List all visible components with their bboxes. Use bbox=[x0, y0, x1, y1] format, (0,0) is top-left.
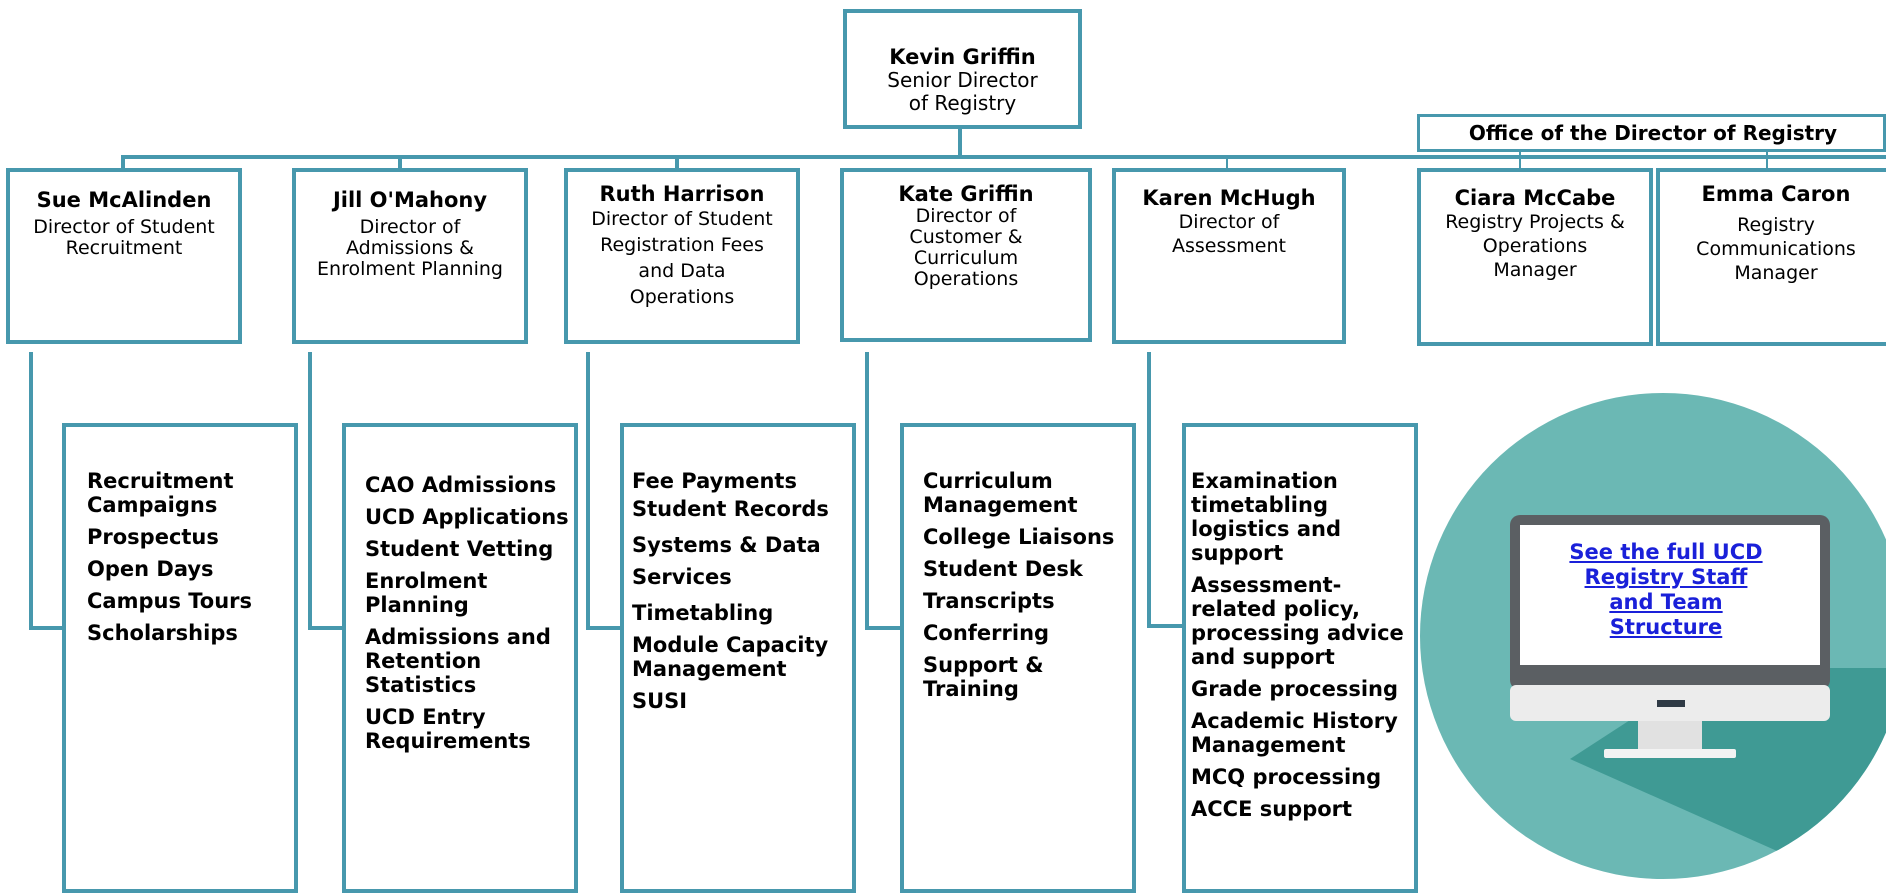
computer-monitor-icon bbox=[1420, 393, 1886, 879]
list-item: Support & Training bbox=[923, 653, 1044, 701]
duties-list-4: Curriculum Management College Liaisons S… bbox=[923, 469, 1133, 709]
manager-connector-3 bbox=[675, 155, 679, 171]
manager-name: Ciara McCabe bbox=[1454, 186, 1616, 210]
duties-list-3: Fee Payments Student Records Systems & D… bbox=[632, 469, 854, 721]
list-item: UCD Entry Requirements bbox=[365, 705, 531, 753]
manager-connector-2 bbox=[398, 155, 402, 171]
office-label-box bbox=[1417, 114, 1886, 152]
list-item: Open Days bbox=[87, 557, 214, 581]
manager-box-1: Sue McAlinden Director of Student Recrui… bbox=[6, 168, 242, 344]
director-connector bbox=[958, 124, 962, 158]
list-item: Admissions and Retention Statistics bbox=[365, 625, 551, 697]
manager-role: Registry Communications Manager bbox=[1696, 214, 1856, 284]
manager-role: Director of Assessment bbox=[1172, 211, 1286, 257]
list-item: Academic History Management bbox=[1191, 709, 1398, 757]
full-structure-link[interactable]: See the full UCD Registry Staff and Team… bbox=[1569, 540, 1763, 639]
manager-box-7: Emma Caron Registry Communications Manag… bbox=[1656, 168, 1886, 346]
manager-box-3: Ruth Harrison Director of Student Regist… bbox=[564, 168, 800, 344]
list-item: Enrolment Planning bbox=[365, 569, 488, 617]
director-name: Kevin Griffin bbox=[889, 45, 1036, 69]
list-item: Recruitment Campaigns bbox=[87, 469, 234, 517]
list-item: Fee Payments bbox=[632, 469, 797, 493]
duties-list-2: CAO Admissions UCD Applications Student … bbox=[365, 473, 575, 761]
list-item: Transcripts bbox=[923, 589, 1055, 613]
main-horizontal-connector bbox=[121, 155, 1886, 159]
manager-connector-5 bbox=[1226, 155, 1228, 171]
duties-box-1 bbox=[62, 423, 298, 893]
list-item: Timetabling bbox=[632, 601, 774, 625]
list-item: Scholarships bbox=[87, 621, 238, 645]
duty-connector-2 bbox=[308, 352, 312, 630]
list-item: Student Records bbox=[632, 497, 829, 521]
manager-role: Director of Student Registration Fees an… bbox=[591, 208, 773, 308]
list-item: CAO Admissions bbox=[365, 473, 557, 497]
list-item: UCD Applications bbox=[365, 505, 569, 529]
manager-box-6: Ciara McCabe Registry Projects & Operati… bbox=[1417, 168, 1653, 346]
duty-connector-5 bbox=[1147, 352, 1151, 628]
duties-box-4 bbox=[900, 423, 1136, 893]
manager-role: Registry Projects & Operations Manager bbox=[1445, 211, 1625, 281]
manager-role: Director of Student Recruitment bbox=[33, 216, 215, 259]
manager-name: Ruth Harrison bbox=[599, 182, 765, 206]
director-role: Senior Director of Registry bbox=[887, 68, 1038, 115]
list-item: ACCE support bbox=[1191, 797, 1353, 821]
manager-connector-1 bbox=[121, 155, 125, 171]
duties-list-5: Examination timetabling logistics and su… bbox=[1191, 469, 1415, 829]
office-label: Office of the Director of Registry bbox=[1468, 121, 1838, 145]
duty-connector-5-h bbox=[1147, 624, 1185, 628]
list-item: MCQ processing bbox=[1191, 765, 1382, 789]
list-item: Curriculum Management bbox=[923, 469, 1078, 517]
duty-connector-3 bbox=[586, 352, 590, 630]
manager-connector-7 bbox=[1766, 150, 1768, 170]
manager-box-5: Karen McHugh Director of Assessment bbox=[1112, 168, 1346, 344]
manager-role: Director of Customer & Curriculum Operat… bbox=[909, 205, 1023, 290]
manager-box-4: Kate Griffin Director of Customer & Curr… bbox=[840, 168, 1092, 342]
list-item: Examination timetabling logistics and su… bbox=[1191, 469, 1342, 565]
duties-box-3 bbox=[620, 423, 856, 893]
list-item: Conferring bbox=[923, 621, 1050, 645]
manager-box-2: Jill O'Mahony Director of Admissions & E… bbox=[292, 168, 528, 344]
manager-name: Sue McAlinden bbox=[36, 188, 212, 212]
duty-connector-4-h bbox=[865, 626, 901, 630]
manager-name: Kate Griffin bbox=[898, 182, 1034, 206]
duty-connector-3-h bbox=[586, 626, 622, 630]
duties-box-5 bbox=[1182, 423, 1418, 893]
manager-role: Director of Admissions & Enrolment Plann… bbox=[317, 216, 503, 280]
list-item: Student Vetting bbox=[365, 537, 554, 561]
list-item: Grade processing bbox=[1191, 677, 1399, 701]
director-box: Kevin Griffin Senior Director of Registr… bbox=[843, 9, 1082, 129]
manager-connector-6 bbox=[1519, 150, 1521, 170]
manager-name: Emma Caron bbox=[1701, 182, 1851, 206]
list-item: College Liaisons bbox=[923, 525, 1115, 549]
list-item: SUSI bbox=[632, 689, 688, 713]
duties-list-1: Recruitment Campaigns Prospectus Open Da… bbox=[87, 469, 292, 653]
duty-connector-1 bbox=[29, 352, 33, 630]
duty-connector-4 bbox=[865, 352, 869, 630]
list-item: Module Capacity Management bbox=[632, 633, 829, 681]
manager-name: Jill O'Mahony bbox=[332, 188, 488, 212]
list-item: Prospectus bbox=[87, 525, 219, 549]
list-item: Student Desk bbox=[923, 557, 1083, 581]
manager-name: Karen McHugh bbox=[1142, 186, 1316, 210]
list-item: Assessment- related policy, processing a… bbox=[1191, 573, 1404, 669]
list-item: Systems & Data Services bbox=[632, 533, 821, 589]
duty-connector-2-h bbox=[308, 626, 344, 630]
duty-connector-1-h bbox=[29, 626, 65, 630]
list-item: Campus Tours bbox=[87, 589, 253, 613]
